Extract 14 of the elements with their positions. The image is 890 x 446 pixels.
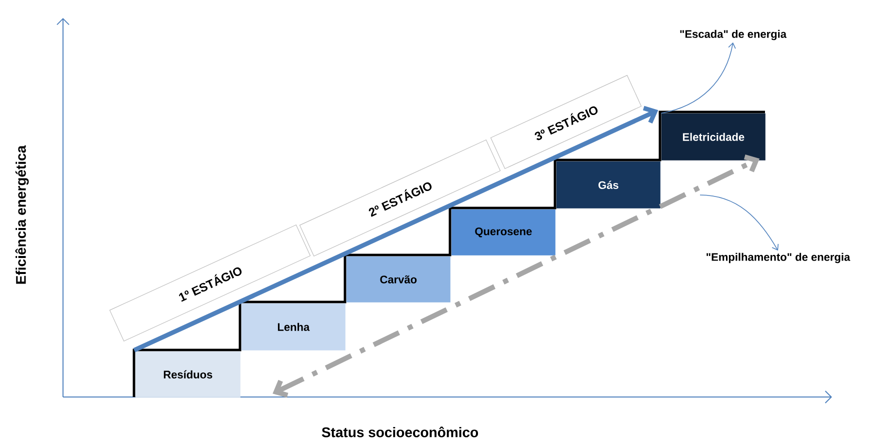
fuel-step-box: Lenha bbox=[241, 303, 346, 350]
curved-arrow bbox=[700, 194, 779, 251]
fuel-step-box: Carvão bbox=[346, 256, 450, 302]
fuel-step-box: Querosene bbox=[451, 209, 556, 256]
annotation-text: "Empilhamento" de energia bbox=[706, 252, 850, 264]
fuel-step-box: Eletricidade bbox=[661, 113, 766, 160]
fuel-step-box: Resíduos bbox=[135, 351, 240, 398]
arrow bbox=[133, 106, 658, 352]
annotation-text: "Escada" de energia bbox=[680, 30, 787, 40]
dash-dot-arrow bbox=[272, 154, 760, 398]
axis-label: Status socioeconômico bbox=[322, 426, 478, 438]
axis-label: Eficiência energética bbox=[15, 145, 29, 284]
fuel-step-box: Gás bbox=[556, 161, 660, 208]
curved-arrow bbox=[660, 42, 736, 114]
